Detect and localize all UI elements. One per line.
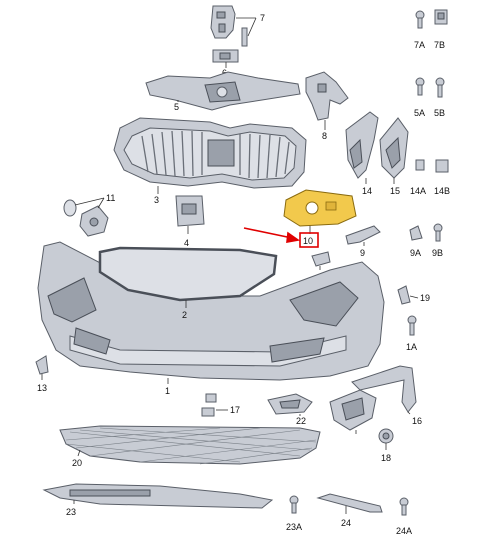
- part-9A-clip[interactable]: [409, 225, 423, 241]
- label-14A: 14A: [410, 186, 426, 196]
- part-2-grille-frame[interactable]: [98, 246, 278, 302]
- part-8-side-bracket[interactable]: [305, 71, 349, 121]
- part-11-bracket[interactable]: [63, 199, 109, 237]
- label-14B: 14B: [434, 186, 450, 196]
- part-14B-clip[interactable]: [435, 159, 449, 173]
- part-7-bracket[interactable]: [210, 5, 248, 47]
- highlight-box: [299, 232, 319, 248]
- label-22: 22: [296, 416, 306, 426]
- grille-vanes: [141, 130, 290, 179]
- part-14A-clip[interactable]: [415, 159, 425, 171]
- label-1A: 1A: [406, 342, 417, 352]
- label-5: 5: [174, 102, 179, 112]
- label-15: 15: [390, 186, 400, 196]
- red-arrow: [243, 227, 301, 243]
- part-23A-screw[interactable]: [289, 495, 299, 514]
- part-24-strip[interactable]: [316, 493, 383, 513]
- part-22-cover[interactable]: [267, 393, 313, 415]
- part-19-clip[interactable]: [397, 285, 411, 305]
- label-20: 20: [72, 458, 82, 468]
- label-24A: 24A: [396, 526, 412, 536]
- label-7: 7: [260, 13, 265, 23]
- label-2: 2: [182, 310, 187, 320]
- part-7A-screw[interactable]: [415, 10, 425, 29]
- part-9-cover[interactable]: [345, 225, 381, 245]
- label-13: 13: [37, 383, 47, 393]
- part-5B-screw[interactable]: [435, 77, 445, 98]
- part-20-lower-grille[interactable]: [59, 425, 321, 465]
- label-19: 19: [420, 293, 430, 303]
- part-23-spoiler[interactable]: [42, 483, 274, 509]
- label-7B: 7B: [434, 40, 445, 50]
- label-18: 18: [381, 453, 391, 463]
- label-16: 16: [412, 416, 422, 426]
- label-3: 3: [154, 195, 159, 205]
- part-fog-grille[interactable]: [329, 389, 377, 431]
- label-9A: 9A: [410, 248, 421, 258]
- label-23A: 23A: [286, 522, 302, 532]
- label-9B: 9B: [432, 248, 443, 258]
- label-10: 10: [303, 236, 313, 246]
- part-10-mount-bracket[interactable]: [283, 189, 357, 227]
- part-1-bumper-cover[interactable]: [37, 241, 385, 381]
- label-11: 11: [106, 193, 115, 203]
- part-6-clip[interactable]: [212, 49, 239, 63]
- label-5A: 5A: [414, 108, 425, 118]
- part-15-air-duct[interactable]: [379, 117, 409, 179]
- part-13-sensor[interactable]: [35, 355, 49, 375]
- label-7A: 7A: [414, 40, 425, 50]
- part-18-cap[interactable]: [378, 428, 394, 444]
- part-1A-screw[interactable]: [407, 315, 417, 336]
- part-17-clip[interactable]: [201, 393, 217, 417]
- part-9B-screw[interactable]: [433, 223, 443, 242]
- part-7B-nut[interactable]: [434, 9, 448, 25]
- label-8: 8: [322, 131, 327, 141]
- part-4-holder[interactable]: [175, 195, 205, 227]
- part-12-cap[interactable]: [311, 251, 331, 267]
- label-1: 1: [165, 386, 170, 396]
- part-14-air-duct[interactable]: [345, 111, 379, 179]
- label-5B: 5B: [434, 108, 445, 118]
- label-23: 23: [66, 507, 76, 517]
- part-5A-screw[interactable]: [415, 77, 425, 96]
- mesh-pattern: [65, 427, 317, 465]
- label-9: 9: [360, 248, 365, 258]
- label-4: 4: [184, 238, 189, 248]
- label-24: 24: [341, 518, 351, 528]
- part-24A-screw[interactable]: [399, 497, 409, 516]
- label-17: 17: [230, 405, 240, 415]
- part-5-upper-trim[interactable]: [145, 71, 301, 111]
- part-3-grille[interactable]: [113, 117, 307, 189]
- label-14: 14: [362, 186, 372, 196]
